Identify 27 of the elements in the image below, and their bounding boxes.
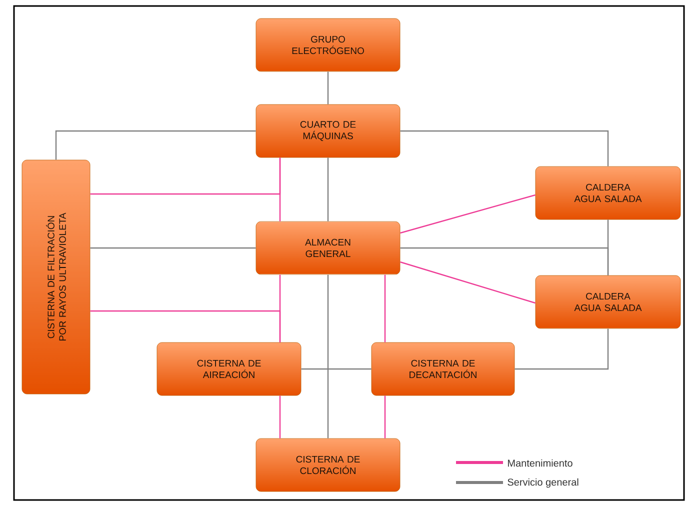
connector-line xyxy=(400,261,536,304)
connector-line xyxy=(514,328,609,370)
process-box: ALMACEN GENERAL xyxy=(256,221,400,275)
connector-line xyxy=(327,274,329,438)
process-box: CALDERA AGUA SALADA xyxy=(535,275,681,329)
process-box: CISTERNA DE FILTRACIÓN POR RAYOS ULTRAVIOLETA xyxy=(22,160,90,394)
connector-line xyxy=(55,130,256,160)
process-box: CISTERNA DE DECANTACIÓN xyxy=(371,342,515,396)
connector-line xyxy=(384,396,386,438)
connector-line xyxy=(90,310,281,342)
process-box: CALDERA AGUA SALADA xyxy=(535,166,681,220)
connector-line xyxy=(327,72,329,104)
connector-line xyxy=(400,194,536,234)
legend-label: Servicio general xyxy=(508,478,578,488)
connector-line xyxy=(400,247,609,276)
process-box: CUARTO DE MÁQUINAS xyxy=(256,104,400,158)
process-box: CISTERNA DE AIREACIÓN xyxy=(156,342,302,396)
process-box: CISTERNA DE CLORACIÓN xyxy=(256,438,400,492)
connector-line xyxy=(90,158,281,195)
connector-line xyxy=(384,274,386,342)
connector-line xyxy=(400,130,609,166)
connector-line xyxy=(327,158,329,222)
connector-line xyxy=(90,247,256,249)
connector-line xyxy=(301,368,372,370)
connector-line xyxy=(279,396,281,438)
legend-label: Mantenimiento xyxy=(508,459,572,467)
process-box: GRUPO ELECTRÓGENO xyxy=(256,18,400,72)
